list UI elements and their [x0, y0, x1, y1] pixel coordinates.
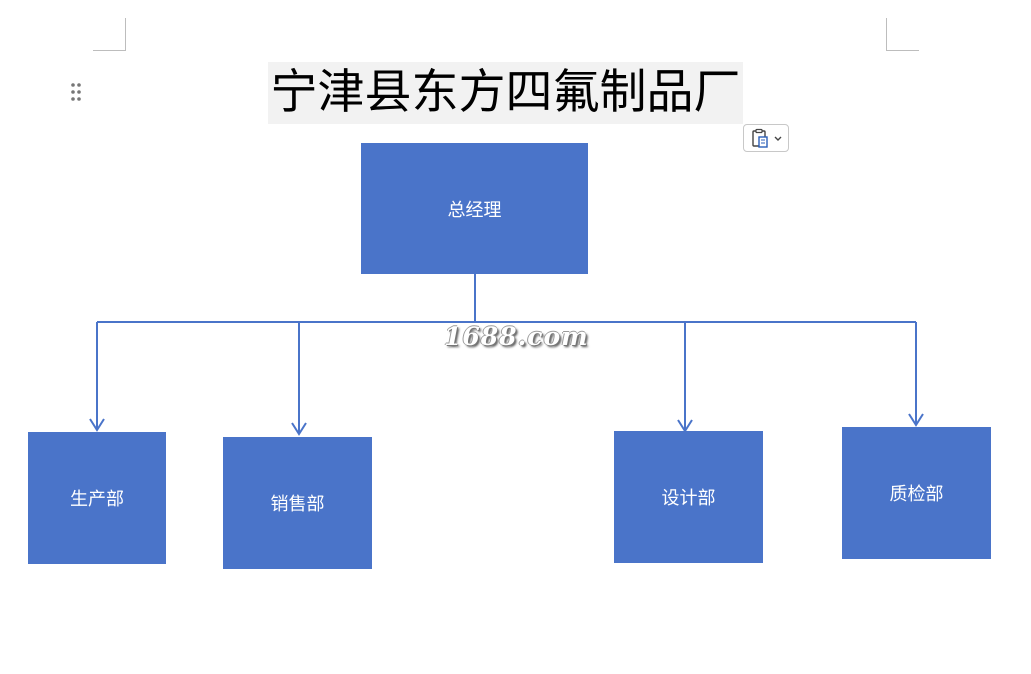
paste-options-icon	[752, 128, 782, 148]
arrowhead-sales	[291, 422, 307, 436]
paste-options-button[interactable]	[743, 124, 789, 152]
document-title: 宁津县东方四氟制品厂	[268, 62, 743, 124]
org-node-general-manager[interactable]: 总经理	[361, 143, 588, 274]
org-node-sales-dept[interactable]: 销售部	[223, 437, 372, 569]
drag-handle-icon[interactable]	[70, 82, 82, 102]
page-corner-mark-top-left	[93, 18, 126, 51]
org-node-design-dept[interactable]: 设计部	[614, 431, 763, 563]
org-node-label: 销售部	[270, 494, 325, 515]
org-node-production-dept[interactable]: 生产部	[28, 432, 166, 564]
arrowhead-production	[89, 418, 105, 432]
page-corner-mark-top-right	[886, 18, 919, 51]
org-node-label: 总经理	[447, 199, 502, 221]
org-node-qc-dept[interactable]: 质检部	[842, 427, 991, 559]
arrowhead-design	[677, 419, 693, 433]
org-node-label: 设计部	[661, 488, 716, 509]
arrowhead-qc	[908, 413, 924, 427]
org-node-label: 质检部	[889, 484, 944, 505]
org-node-label: 生产部	[70, 489, 124, 510]
watermark: 1688.com	[444, 322, 589, 351]
